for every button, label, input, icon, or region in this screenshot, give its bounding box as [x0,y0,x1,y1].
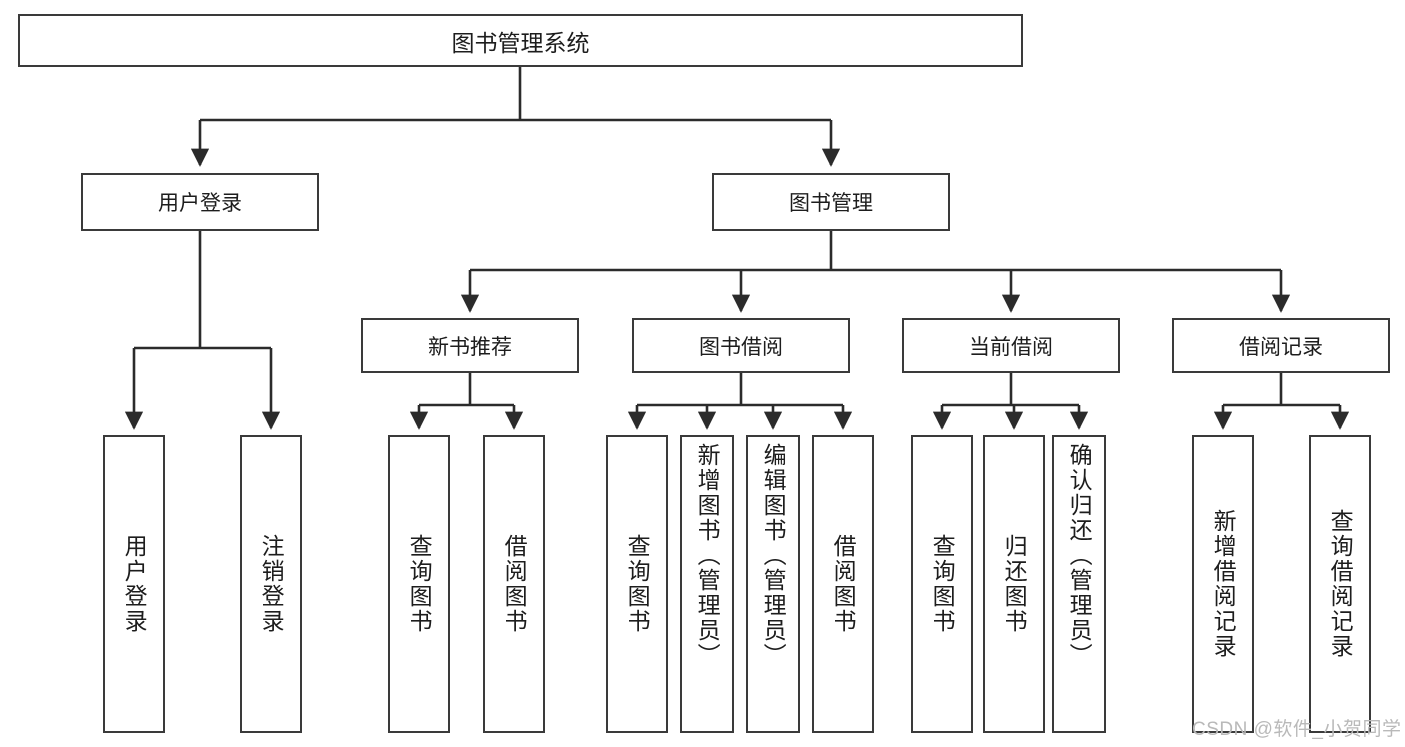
node-user-login[interactable]: 用户登录 [81,173,319,231]
node-leaf-return-book-label: 归还图书 [1001,534,1028,634]
node-leaf-query-book-1-label: 查询图书 [406,534,433,634]
watermark: CSDN @软件_小贺同学 [1192,719,1402,740]
node-current-borrow-label: 当前借阅 [969,335,1053,359]
node-leaf-add-record-label: 新增借阅记录 [1210,509,1237,659]
node-leaf-add-book[interactable]: 新增图书（管理员） [680,435,734,733]
node-leaf-query-book-2[interactable]: 查询图书 [606,435,668,733]
node-leaf-query-book-2-label: 查询图书 [624,534,651,634]
node-leaf-return-book[interactable]: 归还图书 [983,435,1045,733]
node-book-manage[interactable]: 图书管理 [712,173,950,231]
node-leaf-query-book-1[interactable]: 查询图书 [388,435,450,733]
node-root-label: 图书管理系统 [451,29,590,56]
node-leaf-logout-label: 注销登录 [258,534,285,634]
node-leaf-query-record[interactable]: 查询借阅记录 [1309,435,1371,733]
node-borrow-record[interactable]: 借阅记录 [1172,318,1390,373]
node-book-manage-label: 图书管理 [789,192,873,215]
node-leaf-edit-book[interactable]: 编辑图书（管理员） [746,435,800,733]
node-leaf-add-record[interactable]: 新增借阅记录 [1192,435,1254,733]
node-leaf-query-book-3[interactable]: 查询图书 [911,435,973,733]
node-current-borrow[interactable]: 当前借阅 [902,318,1120,373]
node-leaf-user-login[interactable]: 用户登录 [103,435,165,733]
node-leaf-user-login-label: 用户登录 [121,534,148,634]
node-new-book-rec-label: 新书推荐 [428,335,512,359]
node-leaf-borrow-book-2[interactable]: 借阅图书 [812,435,874,733]
node-leaf-borrow-book-1[interactable]: 借阅图书 [483,435,545,733]
node-borrow-record-label: 借阅记录 [1239,335,1323,359]
node-book-borrow[interactable]: 图书借阅 [632,318,850,373]
node-leaf-borrow-book-2-label: 借阅图书 [830,534,857,634]
node-book-borrow-label: 图书借阅 [699,335,783,359]
node-leaf-add-book-label: 新增图书（管理员） [694,443,721,668]
node-leaf-logout[interactable]: 注销登录 [240,435,302,733]
node-new-book-rec[interactable]: 新书推荐 [361,318,579,373]
node-leaf-borrow-book-1-label: 借阅图书 [501,534,528,634]
node-leaf-query-record-label: 查询借阅记录 [1327,509,1354,659]
node-leaf-query-book-3-label: 查询图书 [929,534,956,634]
node-leaf-confirm-return[interactable]: 确认归还（管理员） [1052,435,1106,733]
node-user-login-label: 用户登录 [158,192,242,215]
node-root[interactable]: 图书管理系统 [18,14,1023,67]
node-leaf-confirm-return-label: 确认归还（管理员） [1066,443,1093,668]
node-leaf-edit-book-label: 编辑图书（管理员） [760,443,787,668]
